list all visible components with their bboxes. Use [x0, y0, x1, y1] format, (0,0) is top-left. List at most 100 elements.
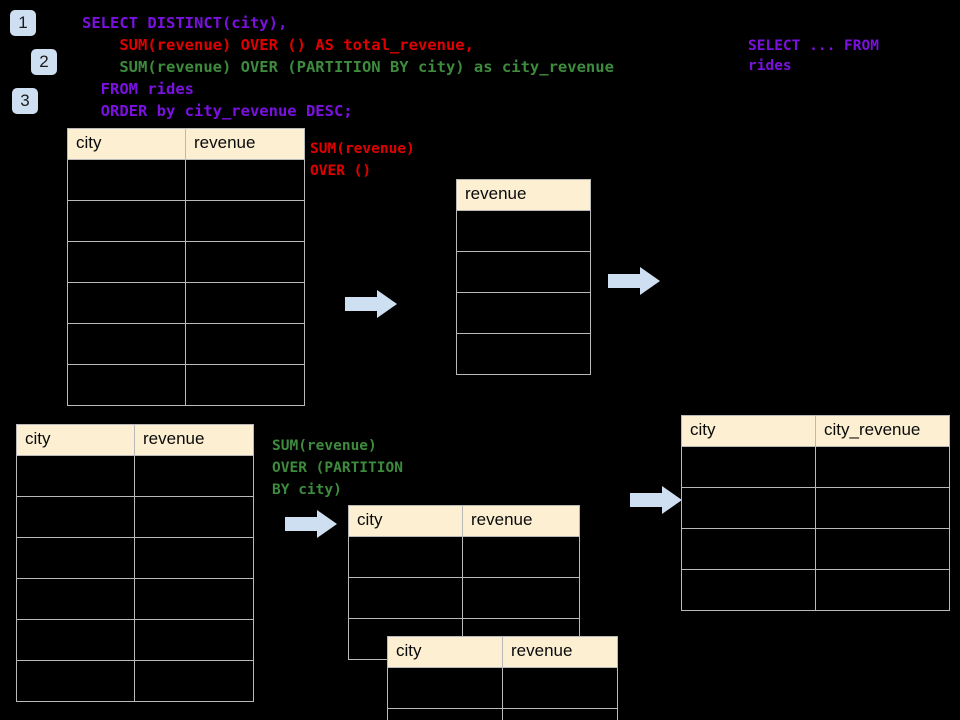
table-row	[456, 210, 591, 252]
cell-revenue	[134, 619, 254, 661]
cell-city	[67, 241, 186, 283]
cell-city	[681, 528, 816, 570]
table-row	[681, 569, 950, 611]
table-row	[387, 708, 618, 720]
table-row	[456, 251, 591, 293]
cell-revenue	[456, 333, 591, 375]
column-header-city: city	[348, 505, 463, 537]
table-row	[16, 496, 254, 538]
table-row	[67, 241, 305, 283]
table-row	[681, 487, 950, 529]
table-row	[16, 578, 254, 620]
table-row	[16, 537, 254, 579]
cell-revenue	[456, 292, 591, 334]
cell-revenue	[456, 251, 591, 293]
cell-revenue	[456, 210, 591, 252]
cell-city	[681, 446, 816, 488]
arrow-source-to-partition	[285, 510, 337, 538]
column-header-revenue: revenue	[134, 424, 254, 456]
cell-city	[16, 537, 135, 579]
sql-line-city-revenue: SUM(revenue) OVER (PARTITION BY city) as…	[82, 58, 614, 76]
cell-city	[67, 159, 186, 201]
table-row	[16, 455, 254, 497]
result-table: city city_revenue	[681, 415, 950, 611]
step-badge-1: 1	[10, 10, 36, 36]
callout-sum-over-partition: SUM(revenue) OVER (PARTITION BY city)	[272, 438, 403, 498]
cell-revenue	[185, 241, 305, 283]
cell-city	[67, 323, 186, 365]
callout-select-from-rides: SELECT ... FROM rides	[748, 38, 879, 74]
table-row	[348, 577, 580, 619]
table-row	[16, 660, 254, 702]
cell-city	[67, 200, 186, 242]
cell-revenue	[502, 667, 618, 709]
cell-revenue	[462, 536, 580, 578]
sql-line-total-revenue: SUM(revenue) OVER () AS total_revenue,	[82, 36, 474, 54]
cell-city	[348, 536, 463, 578]
table-header-row: city revenue	[387, 636, 618, 668]
column-header-city: city	[67, 128, 186, 160]
cell-revenue	[502, 708, 618, 720]
arrow-partition-to-result	[630, 486, 682, 514]
column-header-revenue: revenue	[502, 636, 618, 668]
table-row	[348, 536, 580, 578]
table-header-row: city city_revenue	[681, 415, 950, 447]
cell-city	[67, 364, 186, 406]
cell-city	[16, 578, 135, 620]
table-header-row: city revenue	[348, 505, 580, 537]
column-header-revenue: revenue	[185, 128, 305, 160]
column-header-city: city	[387, 636, 503, 668]
table-row	[681, 528, 950, 570]
sql-line-order-by: ORDER by city_revenue DESC;	[82, 102, 353, 120]
total-revenue-table: revenue	[456, 179, 591, 375]
table-row	[456, 292, 591, 334]
cell-revenue	[185, 200, 305, 242]
column-header-city: city	[681, 415, 816, 447]
cell-revenue	[185, 282, 305, 324]
sql-line-select-distinct: SELECT DISTINCT(city),	[82, 14, 288, 32]
cell-revenue	[134, 660, 254, 702]
cell-city-revenue	[815, 569, 950, 611]
rides-source-table: city revenue	[67, 128, 305, 406]
arrow-source-to-total	[345, 290, 397, 318]
cell-city-revenue	[815, 487, 950, 529]
cell-city-revenue	[815, 446, 950, 488]
table-row	[16, 619, 254, 661]
table-header-row: revenue	[456, 179, 591, 211]
cell-revenue	[134, 537, 254, 579]
table-row	[387, 667, 618, 709]
cell-revenue	[134, 578, 254, 620]
cell-city	[16, 660, 135, 702]
table-row	[681, 446, 950, 488]
table-header-row: city revenue	[67, 128, 305, 160]
cell-revenue	[462, 577, 580, 619]
table-header-row: city revenue	[16, 424, 254, 456]
sql-line-from-rides: FROM rides	[82, 80, 194, 98]
cell-city	[16, 496, 135, 538]
step-badge-2: 2	[31, 49, 57, 75]
column-header-revenue: revenue	[462, 505, 580, 537]
cell-revenue	[134, 496, 254, 538]
cell-city	[16, 619, 135, 661]
cell-revenue	[185, 364, 305, 406]
cell-city	[16, 455, 135, 497]
table-row	[456, 333, 591, 375]
cell-city	[348, 577, 463, 619]
table-row	[67, 282, 305, 324]
table-row	[67, 200, 305, 242]
table-row	[67, 364, 305, 406]
rides-source-table-2: city revenue	[16, 424, 254, 702]
arrow-total-to-result	[608, 267, 660, 295]
cell-revenue	[185, 323, 305, 365]
cell-city-revenue	[815, 528, 950, 570]
step-badge-3: 3	[12, 88, 38, 114]
column-header-city-revenue: city_revenue	[815, 415, 950, 447]
callout-sum-over-empty: SUM(revenue) OVER ()	[310, 141, 415, 179]
cell-city	[387, 708, 503, 720]
column-header-revenue: revenue	[456, 179, 591, 211]
partition-group-table-b: city revenue	[387, 636, 618, 720]
cell-revenue	[185, 159, 305, 201]
cell-city	[681, 487, 816, 529]
cell-city	[67, 282, 186, 324]
